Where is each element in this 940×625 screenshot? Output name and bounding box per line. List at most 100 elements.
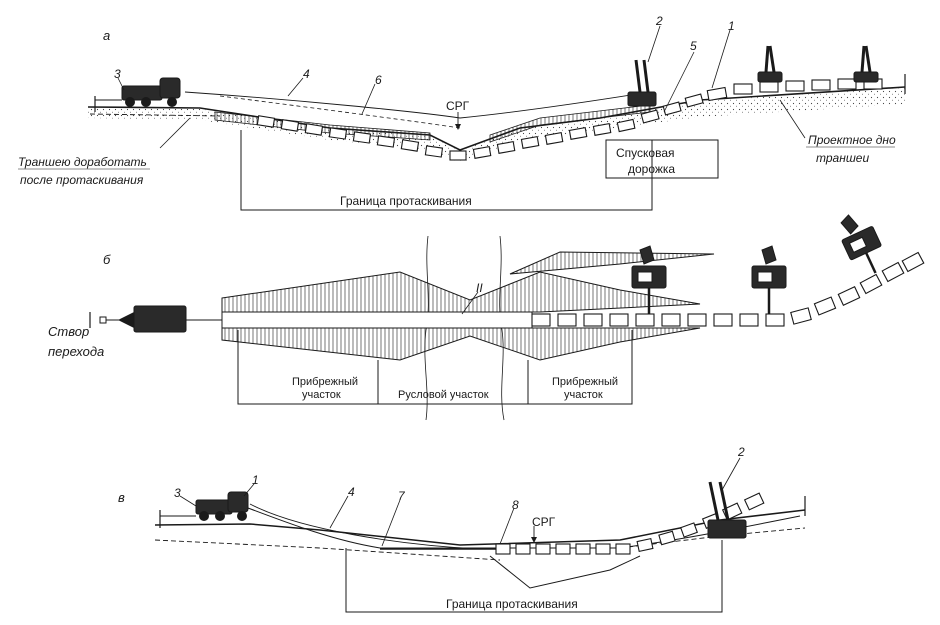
pipe-segment-icon (449, 150, 467, 161)
pipe-segment-icon (256, 115, 276, 128)
panel-a: а (18, 14, 906, 211)
pull-boundary-bracket-a (240, 130, 653, 211)
pipe-segment-icon (733, 83, 753, 95)
pipe-segment-icon (765, 313, 785, 327)
panel-c: в (118, 445, 806, 613)
pipe-segment-icon (739, 313, 759, 327)
zone-mid-label: Русловой участок (398, 389, 489, 401)
pipe-segment-icon (680, 522, 698, 538)
arrow-down-icon (531, 537, 537, 543)
pipe-segment-icon (575, 543, 591, 555)
pipe-segment-icon (813, 296, 837, 316)
pipe-segment-icon (790, 307, 812, 325)
leader-II (461, 291, 479, 315)
callout-8-c: 8 (512, 498, 519, 512)
pipe-segment-icon (706, 86, 728, 102)
pipe-segment-icon (713, 313, 733, 327)
panel-b: б (48, 214, 925, 421)
cable-dashed-a (219, 95, 461, 129)
panel-letter-c: в (118, 490, 125, 505)
leader-1-a (711, 29, 731, 89)
trench-plan-wing (509, 251, 715, 275)
callout-1-a: 1 (728, 19, 735, 33)
pipelayer-crane-icon (751, 245, 787, 314)
pipe-segment-icon (472, 146, 492, 159)
pipe-segment-icon (609, 313, 629, 327)
pipelayer-crane-icon (853, 45, 879, 83)
launch-track-box (605, 139, 719, 179)
design-bottom-line1: Проектное дно (808, 133, 896, 147)
zone-left-line1: Прибрежный (292, 376, 358, 388)
pipe-segment-icon (635, 313, 655, 327)
pipe-segment-icon (615, 543, 631, 555)
design-bottom-leader (779, 99, 806, 139)
callout-1-c: 1 (252, 473, 259, 487)
pull-boundary-bracket-c (345, 540, 723, 613)
zone-right-line2: участок (564, 389, 603, 401)
pipe-segment-icon (515, 543, 531, 555)
pipe-segment-icon (495, 543, 511, 555)
panel-letter-b: б (103, 252, 111, 267)
pipe-segment-icon (595, 543, 611, 555)
pipe-segment-icon (544, 132, 564, 145)
callout-2-c: 2 (737, 445, 745, 459)
roman-II-label: II (476, 281, 483, 295)
callout-3-c: 3 (174, 486, 181, 500)
crossing-line-label-1: Створ (48, 324, 89, 339)
pipe-segment-icon (658, 530, 676, 546)
trench-note-leader (159, 117, 191, 149)
winch-tractor-icon (195, 491, 249, 521)
srg-label-a: СРГ (446, 99, 470, 113)
pipe-segment-icon (811, 79, 831, 91)
pipelayer-crane-icon (627, 59, 657, 107)
arrow-down-icon (455, 124, 461, 130)
pipe-segment-icon (520, 136, 540, 149)
pipelayer-crane-icon (840, 214, 882, 274)
leader-7-c (381, 499, 401, 547)
winch-tractor-icon (118, 305, 187, 333)
pipe-segment-icon (837, 286, 861, 306)
callout-5-a: 5 (690, 39, 697, 53)
pipe-segment-icon (859, 273, 883, 295)
pipe-segment-icon (352, 131, 372, 144)
pipe-segment-icon (687, 313, 707, 327)
soil-fill-a (88, 88, 905, 163)
pipe-segment-icon (640, 109, 660, 124)
pipe-segment-icon (661, 313, 681, 327)
leader-4-c (329, 495, 349, 529)
pipe-segment-icon (881, 261, 905, 283)
pipe-segment-icon (759, 81, 779, 93)
pipe-axis-plan (221, 311, 533, 329)
callout-2-a: 2 (655, 14, 663, 28)
pipeline-plan (531, 251, 925, 327)
pipelayer-crane-icon (757, 45, 783, 83)
srg-label-c: СРГ (532, 515, 556, 529)
pipe-segment-icon (304, 123, 324, 136)
pipeline-c (495, 492, 765, 555)
callout-7-c: 7 (398, 489, 406, 503)
pull-cable-a (184, 91, 651, 119)
pull-boundary-label-a: Граница протаскивания (340, 194, 472, 208)
trench-note-line2: после протаскивания (20, 173, 144, 187)
launch-track-line1: Спусковая (616, 146, 675, 160)
pipe-segment-icon (583, 313, 603, 327)
pipe-segment-icon (535, 543, 551, 555)
pipe-segment-icon (555, 543, 571, 555)
pipe-segment-icon (592, 123, 612, 136)
leader-2-a (647, 25, 661, 63)
callout-4-a: 4 (303, 67, 310, 81)
pipelayer-crane-icon (631, 245, 667, 314)
pipe-segment-icon (785, 80, 805, 92)
leader-4-a (287, 77, 304, 97)
leader-2-c (721, 457, 741, 491)
pipelayer-crane-icon (707, 481, 747, 539)
callout-6-a: 6 (375, 73, 382, 87)
pipe-segment-icon (376, 135, 396, 148)
pipe-segment-icon (557, 313, 577, 327)
pipe-segment-icon (636, 538, 654, 552)
winch-tractor-icon (121, 77, 181, 107)
pipe-segment-icon (531, 313, 551, 327)
leader-5-a (663, 51, 695, 113)
pipe-segment-icon (280, 119, 300, 132)
